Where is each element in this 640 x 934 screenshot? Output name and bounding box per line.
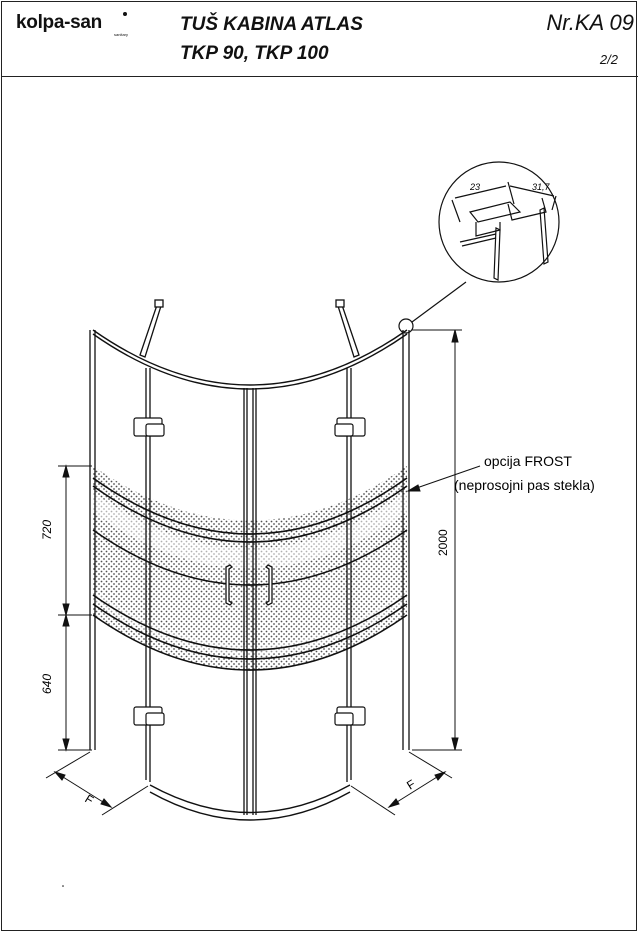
- top-rail: [92, 329, 408, 390]
- dim-640-label: 640: [40, 674, 54, 694]
- frost-band: [93, 466, 407, 670]
- document-number: Nr.KA 09: [546, 10, 634, 35]
- frost-note-line1: opcija FROST: [484, 453, 572, 469]
- door-handles: [225, 564, 273, 606]
- frost-band-lines: [92, 477, 408, 671]
- hinges: [133, 417, 366, 726]
- dim-2000-label: 2000: [436, 529, 450, 556]
- stray-dot: [62, 885, 64, 887]
- product-models: TKP 90, TKP 100: [180, 43, 329, 64]
- logo-subtext: sanitary: [114, 32, 129, 37]
- dim-f-left: F: [82, 792, 96, 808]
- brand-logo: kolpa-san: [16, 12, 102, 33]
- page-number: 2/2: [599, 52, 618, 67]
- profile-detail: [398, 161, 560, 334]
- detail-dim-31-7: 31,7: [532, 182, 551, 192]
- frost-leader: [406, 465, 481, 492]
- frost-note-line2: (neprosojni pas stekla): [454, 477, 595, 493]
- detail-dim-23: 23: [469, 182, 480, 192]
- product-title: TUŠ KABINA ATLAS: [180, 14, 363, 35]
- width-dimensions: [45, 751, 453, 816]
- height-dimension: [412, 329, 462, 751]
- bottom-tray: [149, 784, 351, 821]
- band-dimension: [58, 464, 92, 752]
- support-arms: [139, 299, 360, 358]
- logo-dot-icon: [123, 12, 127, 16]
- dim-720-label: 720: [40, 520, 54, 540]
- title-block: kolpa-san sanitary TUŠ KABINA ATLAS TKP …: [2, 2, 638, 77]
